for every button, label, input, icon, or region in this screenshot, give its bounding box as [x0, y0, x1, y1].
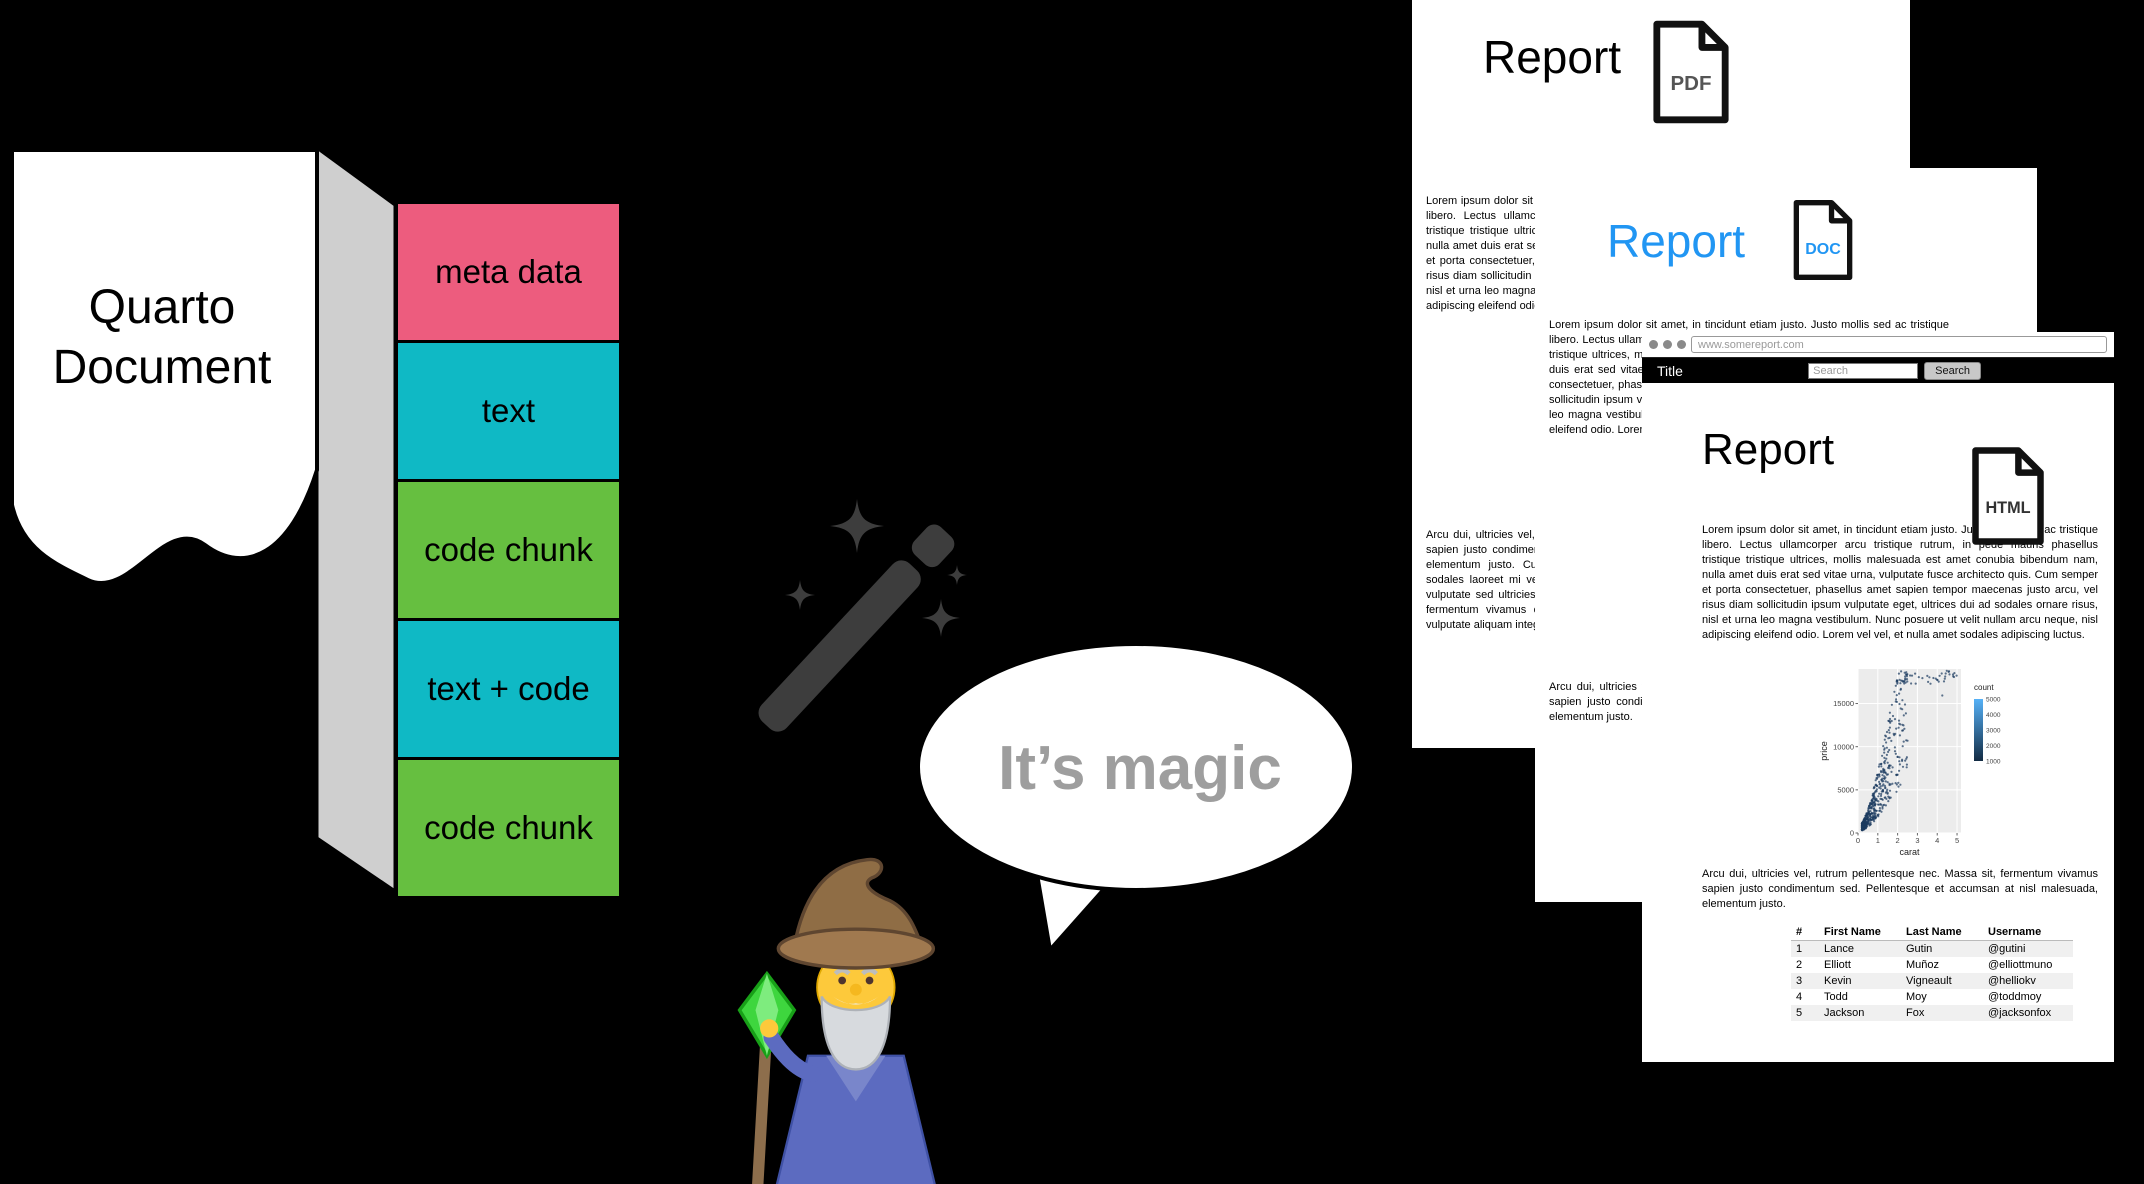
svg-text:2: 2	[1896, 836, 1900, 845]
table-cell: @helliokv	[1988, 975, 2036, 987]
table-cell: Gutin	[1906, 943, 1933, 955]
magic-wand-icon	[758, 499, 967, 732]
table-header: First Name	[1819, 924, 1901, 941]
svg-text:5000: 5000	[1837, 785, 1854, 794]
table-cell: Kevin	[1824, 975, 1852, 987]
window-button-icon[interactable]	[1649, 340, 1658, 349]
quarto-block-code-chunk: code chunk	[395, 479, 622, 621]
table-cell: 1	[1796, 943, 1803, 955]
svg-text:3000: 3000	[1986, 727, 2001, 734]
svg-text:count: count	[1974, 683, 1994, 692]
browser-url-bar	[1642, 332, 2114, 358]
table-cell: @jacksonfox	[1988, 1007, 2052, 1019]
table-cell: 2	[1796, 959, 1803, 971]
svg-text:4000: 4000	[1986, 712, 2001, 719]
speech-bubble	[916, 642, 1356, 952]
table-cell: Fox	[1906, 1007, 1925, 1019]
svg-text:5000: 5000	[1986, 696, 2001, 703]
svg-text:5: 5	[1955, 836, 1959, 845]
report-heading: Report	[1702, 425, 1835, 474]
table-cell: Jackson	[1824, 1007, 1865, 1019]
table-cell: @elliottmuno	[1988, 959, 2053, 971]
svg-text:PDF: PDF	[1671, 72, 1712, 95]
table-cell: Vigneault	[1906, 975, 1952, 987]
quarto-block-text-code: text + code	[395, 618, 622, 760]
table-row: 1 Lance Gutin @gutini	[1791, 940, 2073, 957]
doc-file-icon: DOC	[1791, 190, 1855, 290]
bubble-text: It’s magic	[998, 734, 1282, 803]
svg-text:0: 0	[1850, 829, 1854, 838]
table-row: 4 Todd Moy @toddmoy	[1791, 989, 2073, 1005]
table-cell: Moy	[1906, 991, 1927, 1003]
search-button[interactable]: Search	[1924, 361, 1981, 380]
wand-stick	[758, 524, 955, 732]
svg-text:4: 4	[1935, 836, 1939, 845]
html-file-icon: HTML	[1969, 443, 2047, 549]
price-carat-scatter-chart: 0 1 2 3 4 5 0 5000 10000 15000 carat price count 5000…	[1818, 657, 2013, 865]
svg-text:0: 0	[1856, 836, 1860, 845]
table-cell: Muñoz	[1906, 959, 1940, 971]
svg-text:price: price	[1819, 741, 1829, 761]
quarto-block-meta-data: meta data	[395, 201, 622, 343]
quarto-document-label: Quarto Document	[22, 278, 302, 398]
quarto-document-figure	[10, 145, 397, 894]
browser-nav-bar: Title Search	[1642, 358, 2114, 383]
svg-text:3: 3	[1915, 836, 1919, 845]
table-header: Last Name	[1901, 924, 1983, 941]
report-heading: Report	[1607, 215, 1746, 267]
pdf-file-icon: PDF	[1650, 18, 1732, 126]
svg-text:HTML: HTML	[1985, 499, 2030, 517]
table-header: Username	[1983, 924, 2073, 941]
window-button-icon[interactable]	[1663, 340, 1672, 349]
table-cell: 5	[1796, 1007, 1803, 1019]
table-row: 5 Jackson Fox @jacksonfox	[1791, 1005, 2073, 1021]
svg-text:1: 1	[1876, 836, 1880, 845]
quarto-title-line2: Document	[52, 341, 272, 394]
table-cell: 4	[1796, 991, 1803, 1003]
svg-text:2000: 2000	[1986, 743, 2001, 750]
svg-text:carat: carat	[1899, 847, 1920, 857]
page-shape	[10, 148, 319, 585]
table-cell: @toddmoy	[1988, 991, 2042, 1003]
svg-text:1000: 1000	[1986, 758, 2001, 765]
quarto-title-line1: Quarto	[88, 281, 236, 334]
svg-text:DOC: DOC	[1805, 241, 1841, 258]
sparkle-icon	[830, 499, 884, 553]
page-fold	[315, 145, 397, 894]
table-row: 3 Kevin Vigneault @helliokv	[1791, 973, 2073, 989]
url-input[interactable]	[1691, 336, 2107, 353]
search-input[interactable]	[1808, 362, 1919, 379]
table-cell: 3	[1796, 975, 1803, 987]
quarto-block-text: text	[395, 340, 622, 482]
report-paragraph: Arcu dui, ultricies vel, rutrum pellente…	[1702, 868, 2098, 910]
quarto-block-code-chunk: code chunk	[395, 757, 622, 899]
svg-text:15000: 15000	[1833, 699, 1854, 708]
svg-text:10000: 10000	[1833, 742, 1854, 751]
report-heading: Report	[1483, 31, 1622, 83]
wizard-icon	[737, 857, 936, 1184]
site-title: Title	[1657, 362, 1683, 379]
html-report-window: Title Search Report HTML Lorem ipsum dol…	[1642, 332, 2114, 1062]
report-content: Report HTML Lorem ipsum dolor sit amet, …	[1642, 383, 2114, 1062]
table-cell: Lance	[1824, 943, 1854, 955]
sparkle-icon	[785, 580, 815, 610]
window-button-icon[interactable]	[1677, 340, 1686, 349]
table-cell: Elliott	[1824, 959, 1851, 971]
table-cell: @gutini	[1988, 943, 2026, 955]
table-cell: Todd	[1824, 991, 1848, 1003]
sparkle-icon	[947, 565, 967, 585]
table-row: 2 Elliott Muñoz @elliottmuno	[1791, 957, 2073, 973]
report-paragraph: Lorem ipsum dolor sit amet, in tincidunt…	[1702, 524, 2098, 641]
table-header: #	[1791, 924, 1819, 941]
